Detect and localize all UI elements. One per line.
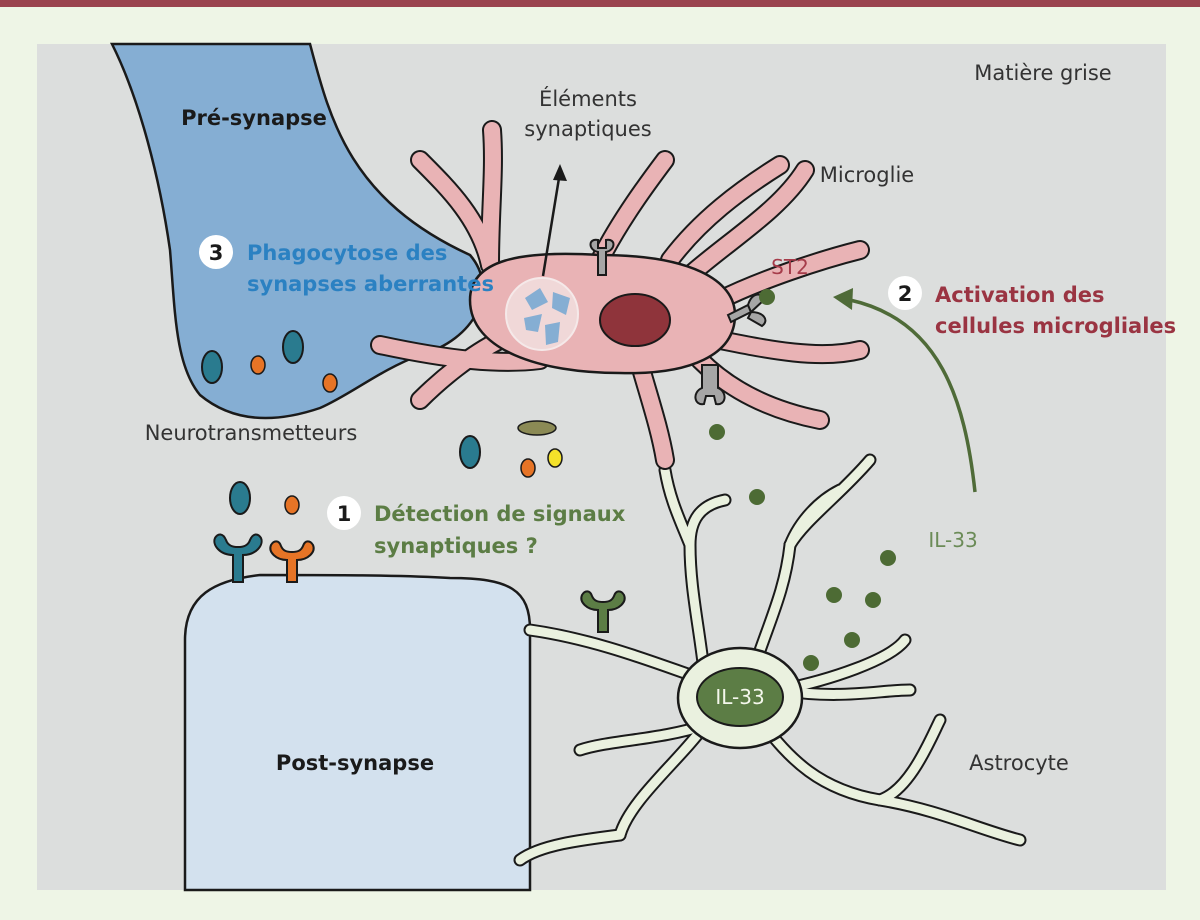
- st2-receptor: [694, 364, 726, 406]
- neurotransmitter: [322, 373, 338, 393]
- step-3-line1: Phagocytose des: [247, 241, 447, 265]
- step-3-line2: synapses aberrantes: [247, 272, 494, 296]
- step-3-badge: [199, 235, 233, 269]
- il33-label: IL-33: [928, 528, 977, 552]
- step-1-line1: Détection de signaux: [374, 502, 626, 526]
- step-1-number: 1: [337, 502, 352, 526]
- grey-matter-label: Matière grise: [974, 61, 1111, 85]
- il33-nucleus-label: IL-33: [715, 685, 764, 709]
- neurotransmitter: [250, 355, 266, 375]
- post-synapse-label: Post-synapse: [276, 751, 434, 775]
- pre-synapse: [109, 42, 485, 420]
- step-2-badge: [888, 276, 922, 310]
- astrocyte-nucleus: [696, 667, 784, 727]
- microglia-nucleus: [599, 293, 671, 347]
- neurotransmitter: [459, 435, 481, 469]
- green-receptor: [580, 590, 626, 633]
- step-2-line1: Activation des: [935, 283, 1105, 307]
- synaptic-fragment: [545, 322, 560, 345]
- neurotransmitter: [229, 481, 251, 515]
- astrocyte-label: Astrocyte: [969, 751, 1069, 775]
- neurotransmitter: [520, 458, 536, 478]
- step-2-number: 2: [898, 282, 913, 306]
- signal-molecule: [517, 420, 557, 436]
- il33-bound-dot: [759, 289, 775, 305]
- microglia: [370, 120, 870, 470]
- microglia-label: Microglie: [820, 163, 914, 187]
- il33-free-dots: [709, 424, 896, 671]
- synaptic-fragment: [525, 288, 548, 310]
- teal-receptor: [213, 533, 263, 583]
- signal-molecule: [547, 448, 563, 468]
- step-2-line2: cellules microgliales: [935, 314, 1176, 338]
- neurotransmitter: [284, 495, 300, 515]
- synaptic-fragment: [524, 314, 542, 332]
- elements-arrow-head: [553, 164, 567, 181]
- neurotransmitters-label: Neurotransmetteurs: [145, 421, 358, 445]
- neurotransmitter: [201, 350, 223, 384]
- diagram: IL-33: [37, 42, 1176, 892]
- elements-label-line1: Éléments: [539, 86, 637, 111]
- neurotransmitter: [282, 330, 304, 364]
- activation-arrow: [849, 298, 977, 493]
- elements-arrow: [541, 171, 562, 277]
- step-1-badge: [327, 496, 361, 530]
- orange-receptor: [269, 540, 315, 583]
- synaptic-fragment: [552, 292, 570, 315]
- st2-receptor: [589, 238, 615, 276]
- st2-receptor: [726, 293, 767, 328]
- step-3-number: 3: [209, 241, 224, 265]
- post-synapse: [183, 573, 532, 892]
- elements-label-line2: synaptiques: [524, 117, 651, 141]
- st2-label: ST2: [771, 255, 809, 279]
- activation-arrow-head: [833, 288, 853, 310]
- step-1-line2: synaptiques ?: [374, 534, 538, 558]
- pre-synapse-label: Pré-synapse: [181, 106, 327, 130]
